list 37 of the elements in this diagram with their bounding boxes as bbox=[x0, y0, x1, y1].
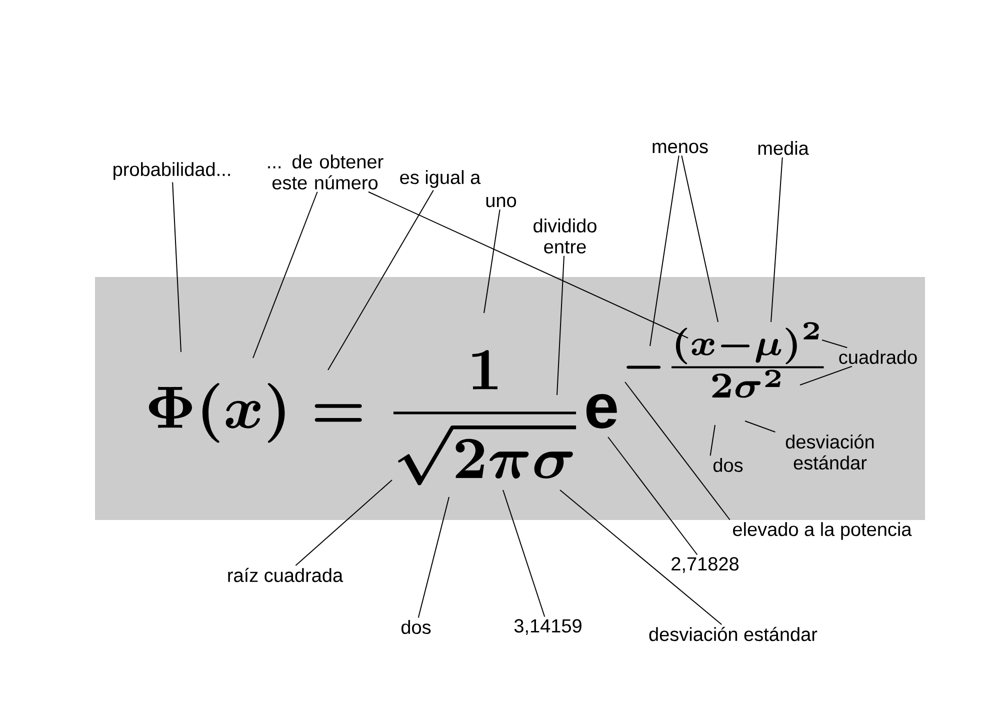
leader-line bbox=[650, 155, 680, 346]
annotation-label: 3,14159 bbox=[514, 619, 582, 635]
leader-line bbox=[681, 155, 719, 322]
leader-line bbox=[560, 490, 722, 626]
leader-line bbox=[502, 490, 546, 618]
annotation-label: menos bbox=[652, 142, 708, 154]
leader-line bbox=[368, 191, 688, 338]
annotation-label: media bbox=[758, 141, 809, 155]
annotation-label: dos bbox=[713, 458, 743, 472]
leader-line bbox=[418, 496, 450, 618]
annotation-label: desviación estándar bbox=[786, 434, 874, 470]
leader-line bbox=[295, 480, 392, 566]
annotation-label: raíz cuadrada bbox=[228, 568, 344, 582]
annotation-label: probabilidad... bbox=[114, 162, 230, 180]
annotation-label: desviación estándar bbox=[649, 626, 818, 642]
formula: $\Phi(x)=\frac{1}{\sqrt{2\pi\sigma}}\mathrm{e}$ bbox=[148, 350, 617, 486]
leader-line bbox=[608, 436, 698, 556]
annotation-label: ... de obtener este número bbox=[268, 154, 384, 190]
leader-line bbox=[484, 209, 500, 314]
annotation-label: 2,71828 bbox=[672, 557, 739, 573]
leader-line bbox=[624, 382, 730, 520]
leader-line bbox=[328, 190, 434, 370]
annotation-label: elevado a la potencia bbox=[733, 522, 912, 540]
annotation-label: uno bbox=[486, 196, 516, 208]
leader-line bbox=[770, 156, 783, 322]
leader-line bbox=[744, 420, 776, 433]
leader-line bbox=[800, 366, 852, 386]
annotation-label: es igual a bbox=[400, 170, 481, 188]
leader-line bbox=[172, 182, 182, 352]
formula: $-\frac{(x-\mu)^{2}}{2\sigma^{2}}$ bbox=[626, 322, 824, 398]
leader-line bbox=[822, 340, 848, 348]
leader-line bbox=[710, 424, 716, 456]
leader-line bbox=[252, 191, 318, 358]
annotation-label: dividido entre bbox=[534, 218, 596, 254]
leader-line bbox=[556, 255, 564, 396]
annotation-label: dos bbox=[401, 620, 431, 634]
annotation-label: cuadrado bbox=[839, 350, 917, 364]
